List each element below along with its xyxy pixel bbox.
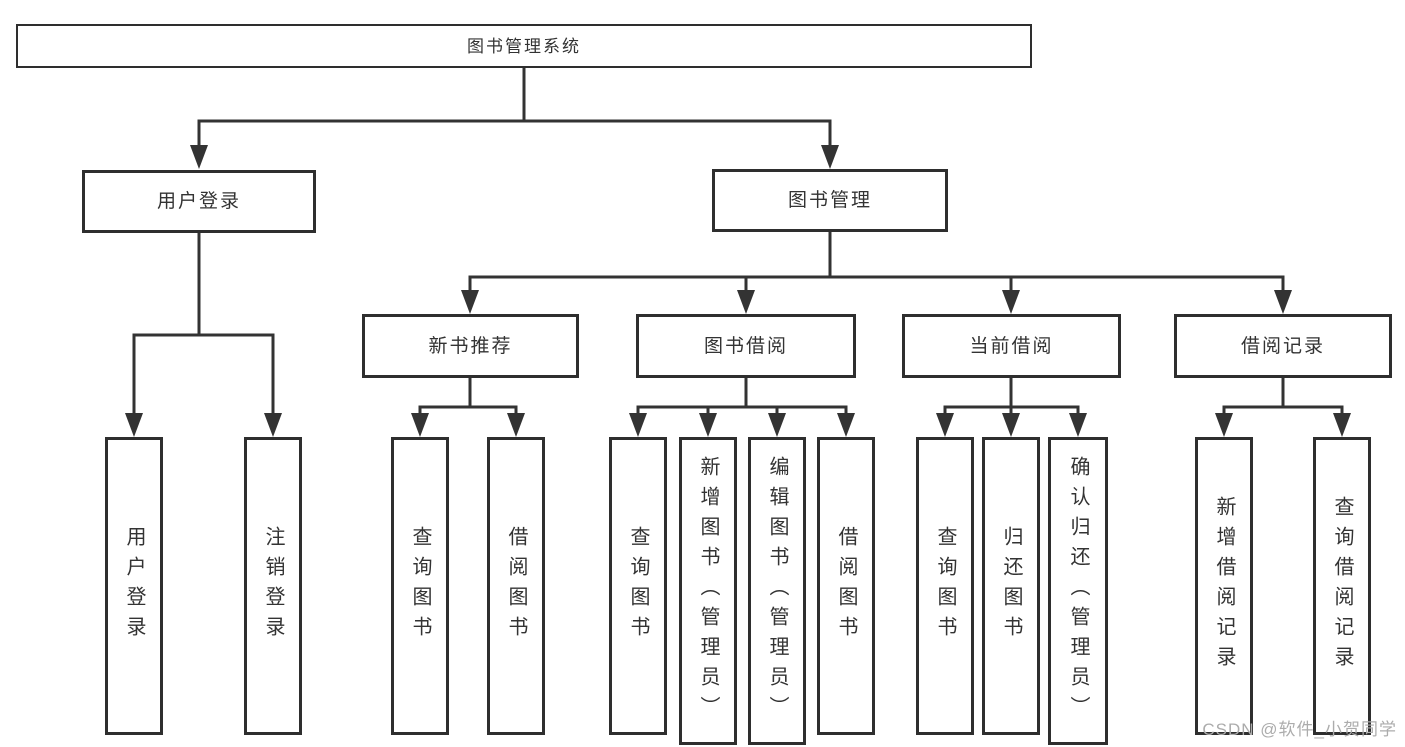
arrow-down-icon (190, 145, 208, 169)
node-label: 图书借阅 (703, 335, 788, 357)
csdn-watermark: CSDN @软件_小贺同学 (1202, 720, 1397, 739)
node-label: 查询图书 (627, 526, 649, 646)
node-current-borrowing: 当前借阅 (902, 314, 1121, 378)
node-label: 新书推荐 (428, 335, 513, 357)
arrow-down-icon (821, 145, 839, 169)
node-label: 查询借阅记录 (1331, 496, 1353, 676)
arrow-down-icon (1333, 413, 1351, 437)
arrow-down-icon (768, 413, 786, 437)
node-label: 当前借阅 (969, 335, 1054, 357)
node-leaf-edit-books-admin: 编辑图书（管理员） (748, 437, 806, 745)
arrow-down-icon (1002, 413, 1020, 437)
node-leaf-borrow-books: 借阅图书 (487, 437, 545, 735)
node-label: 编辑图书（管理员） (766, 456, 788, 726)
arrow-down-icon (125, 413, 143, 437)
arrow-down-icon (507, 413, 525, 437)
node-leaf-query-books: 查询图书 (391, 437, 449, 735)
node-label: 新增图书（管理员） (697, 456, 719, 726)
arrow-down-icon (264, 413, 282, 437)
arrow-down-icon (411, 413, 429, 437)
node-leaf-query-borrow-record: 查询借阅记录 (1313, 437, 1371, 735)
node-label: 借阅图书 (505, 526, 527, 646)
node-label: 用户登录 (156, 191, 241, 212)
node-leaf-add-books-admin: 新增图书（管理员） (679, 437, 737, 745)
node-label: 新增借阅记录 (1213, 496, 1235, 676)
node-label: 注销登录 (262, 526, 284, 646)
node-borrowing-records: 借阅记录 (1174, 314, 1392, 378)
node-book-borrowing: 图书借阅 (636, 314, 856, 378)
node-library-management-system: 图书管理系统 (16, 24, 1032, 68)
arrow-down-icon (699, 413, 717, 437)
node-user-login: 用户登录 (82, 170, 316, 233)
node-label: 用户登录 (123, 526, 145, 646)
node-leaf-confirm-return-admin: 确认归还（管理员） (1048, 437, 1108, 745)
node-label: 借阅图书 (835, 526, 857, 646)
node-label: 图书管理系统 (467, 36, 581, 56)
node-new-book-recommend: 新书推荐 (362, 314, 579, 378)
arrow-down-icon (1069, 413, 1087, 437)
arrow-down-icon (737, 290, 755, 314)
arrow-down-icon (629, 413, 647, 437)
node-label: 借阅记录 (1240, 335, 1325, 357)
node-book-management: 图书管理 (712, 169, 948, 232)
node-label: 归还图书 (1000, 526, 1022, 646)
node-label: 图书管理 (787, 190, 872, 211)
node-leaf-return-books: 归还图书 (982, 437, 1040, 735)
node-leaf-query-books: 查询图书 (609, 437, 667, 735)
node-leaf-add-borrow-record: 新增借阅记录 (1195, 437, 1253, 735)
arrow-down-icon (1274, 290, 1292, 314)
node-leaf-borrow-books: 借阅图书 (817, 437, 875, 735)
arrow-down-icon (461, 290, 479, 314)
node-leaf-user-login: 用户登录 (105, 437, 163, 735)
node-label: 查询图书 (934, 526, 956, 646)
node-label: 确认归还（管理员） (1067, 456, 1089, 726)
arrow-down-icon (1215, 413, 1233, 437)
arrow-down-icon (1002, 290, 1020, 314)
node-leaf-query-books: 查询图书 (916, 437, 974, 735)
arrow-down-icon (837, 413, 855, 437)
node-label: 查询图书 (409, 526, 431, 646)
arrow-down-icon (936, 413, 954, 437)
node-leaf-logout: 注销登录 (244, 437, 302, 735)
